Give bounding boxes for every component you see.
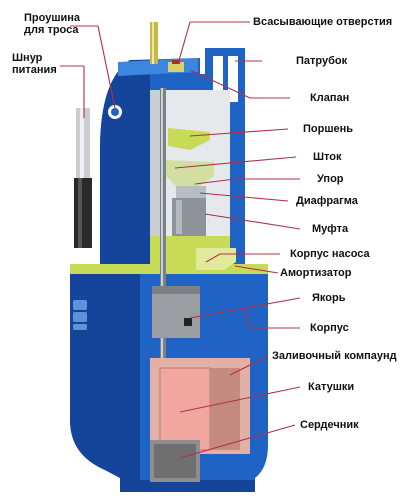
label-housing: Корпус <box>310 322 349 334</box>
label-stop: Упор <box>317 173 344 185</box>
piston-part <box>166 160 214 186</box>
label-power-cord-text: Шнур питания <box>12 52 57 76</box>
label-anchor: Якорь <box>312 292 346 304</box>
core-part <box>150 440 200 482</box>
label-pump-housing: Корпус насоса <box>290 248 370 260</box>
label-coils: Катушки <box>308 381 355 393</box>
label-cable-eye: Проушина для троса <box>24 12 80 36</box>
power-cord <box>74 108 92 248</box>
label-coupling: Муфта <box>312 223 349 235</box>
label-core: Сердечник <box>300 419 359 431</box>
label-potting-compound: Заливочный компаунд <box>272 350 397 362</box>
label-piston: Поршень <box>303 123 354 135</box>
diaphragm-part <box>176 186 206 198</box>
label-rod: Шток <box>313 151 342 163</box>
label-shock-absorber: Амортизатор <box>280 267 352 279</box>
label-cable-eye-line1: Проушина для троса <box>24 12 81 36</box>
leader-lines <box>60 21 301 459</box>
label-intake-holes: Всасывающие отверстия <box>253 16 393 28</box>
valve-part <box>168 128 210 150</box>
anchor-part <box>152 286 200 338</box>
label-outlet-pipe: Патрубок <box>296 55 348 67</box>
label-power-cord: Шнур питания <box>12 52 57 76</box>
coils-block <box>150 358 250 454</box>
label-diaphragm: Диафрагма <box>296 195 358 207</box>
top-nozzle <box>150 22 184 72</box>
label-valve: Клапан <box>310 92 350 104</box>
